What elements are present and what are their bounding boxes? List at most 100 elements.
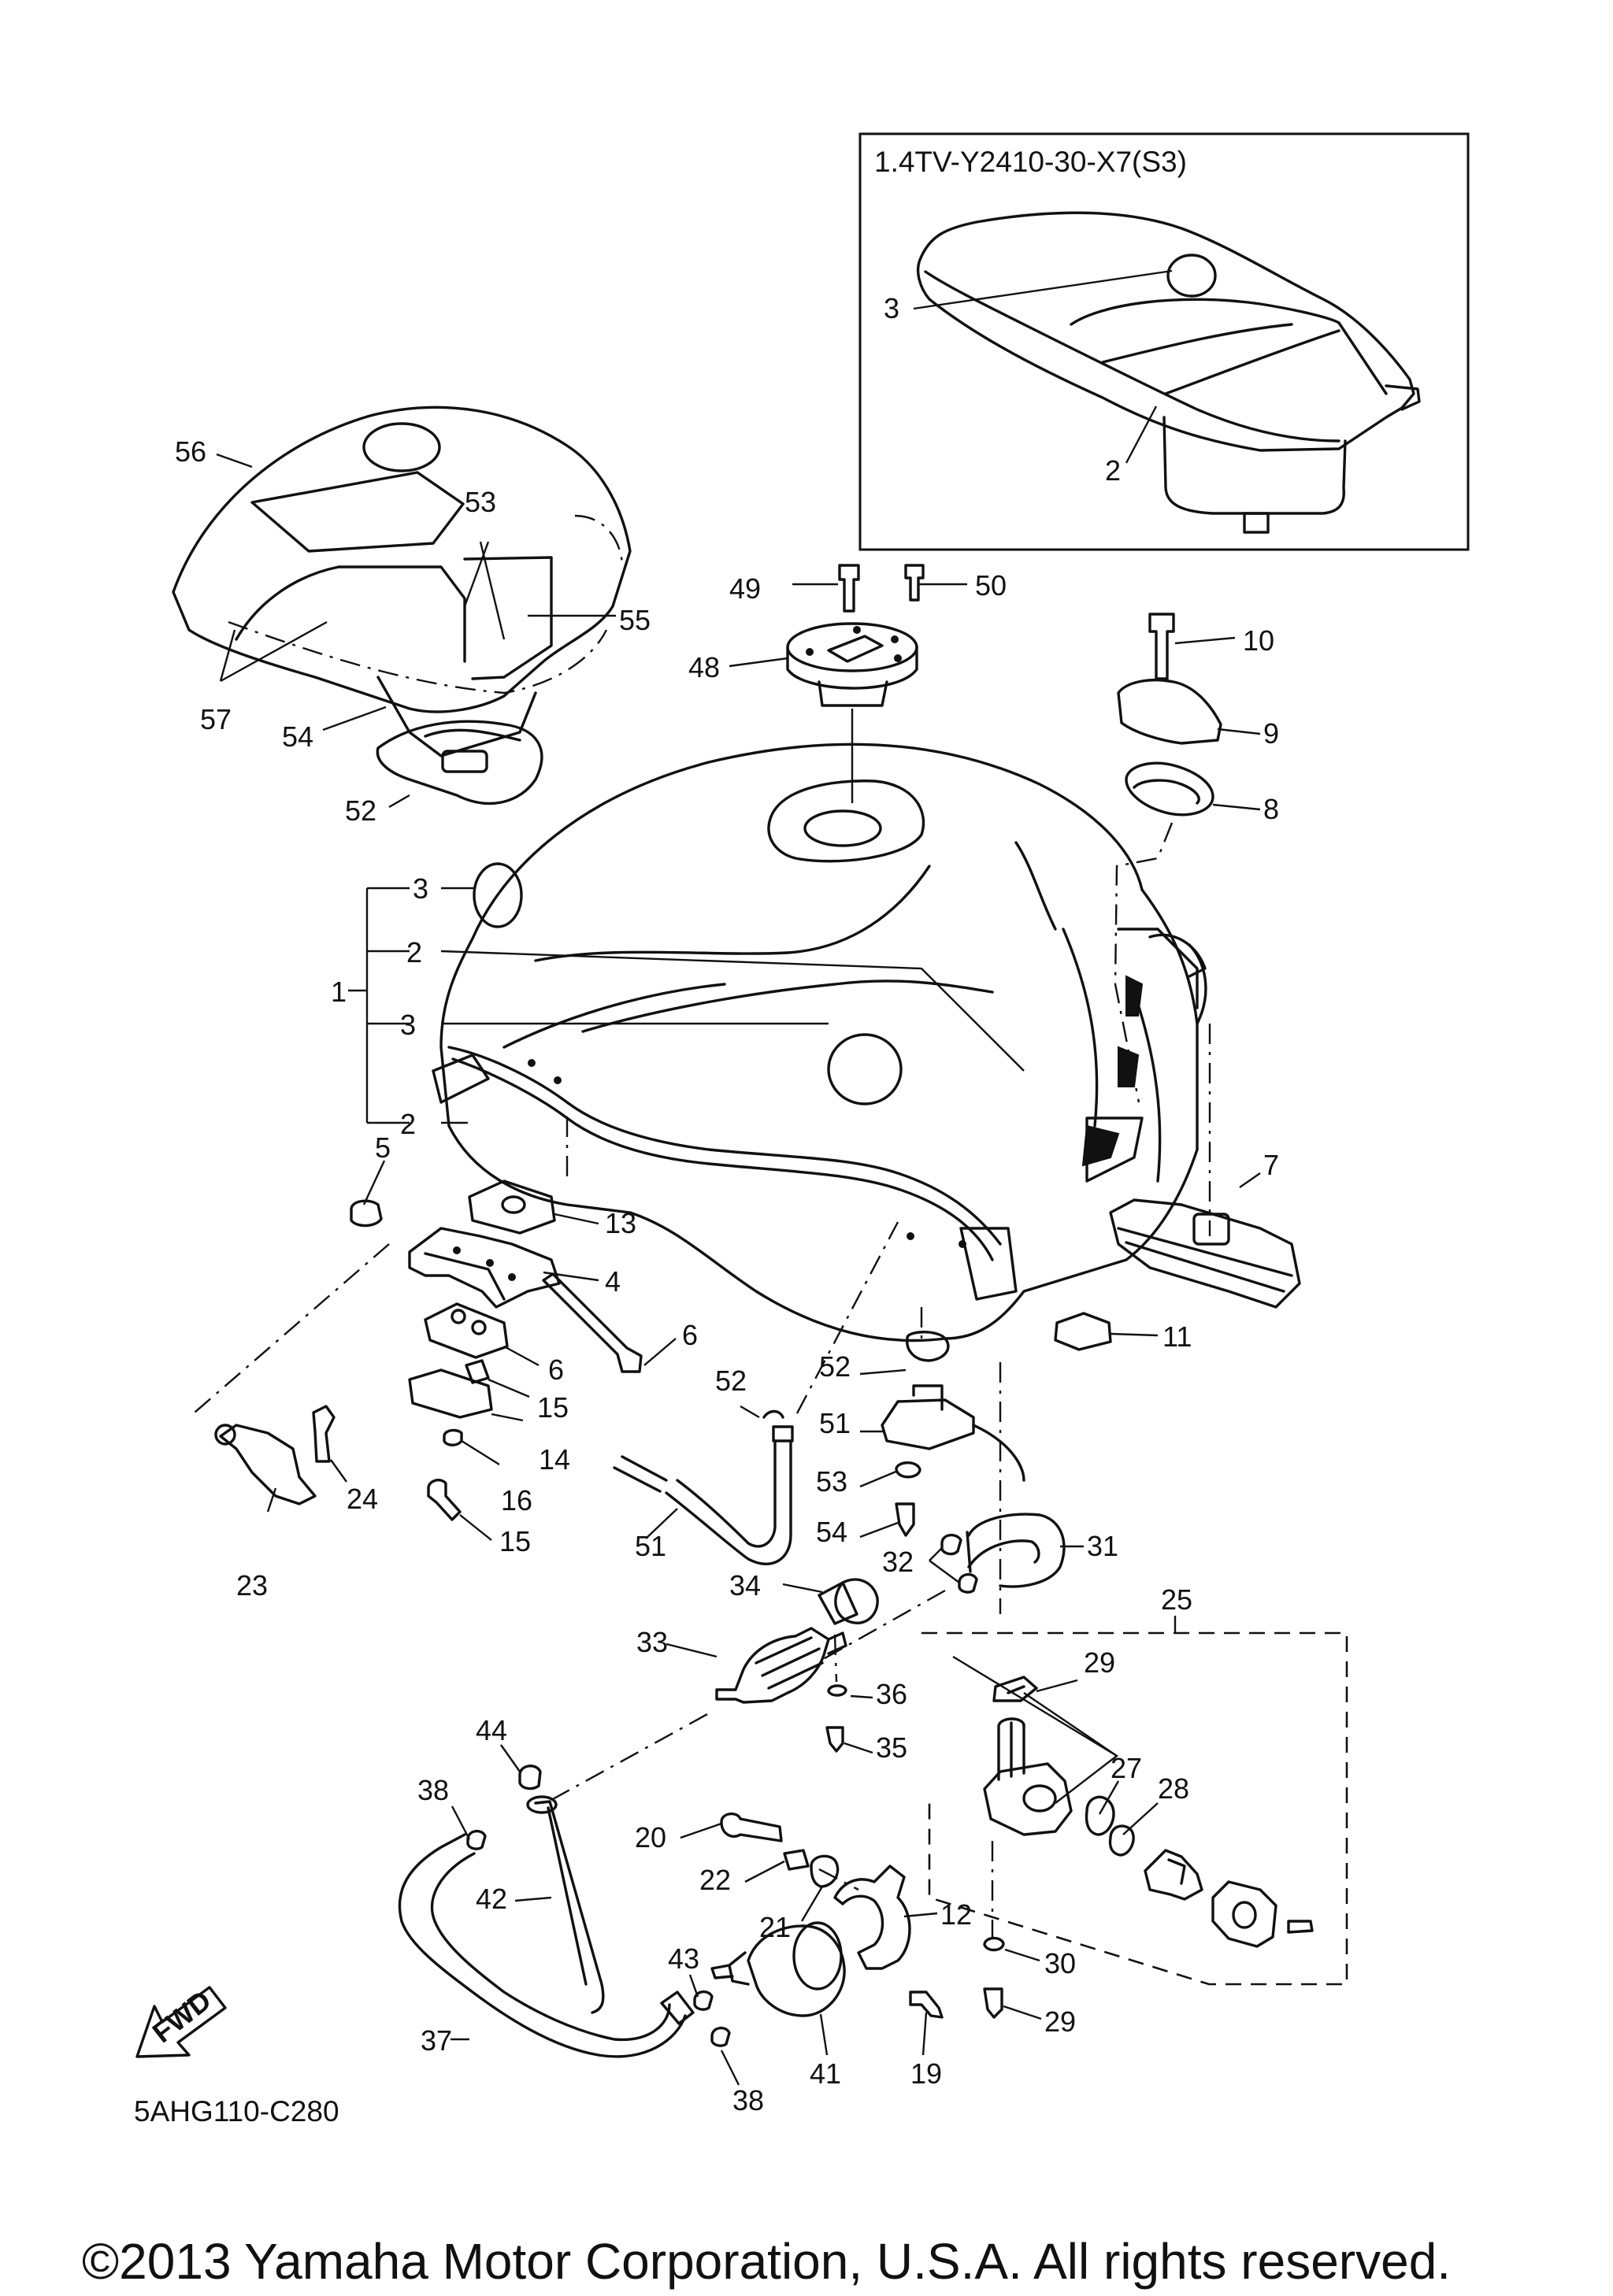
callout-24: 24 bbox=[347, 1483, 378, 1515]
damper-8 bbox=[408, 1368, 493, 1419]
callout-4: 4 bbox=[605, 1265, 621, 1298]
diagram-code: 5AHG110-C280 bbox=[134, 2095, 339, 2128]
callout-55: 55 bbox=[619, 604, 651, 636]
damper-14 bbox=[1125, 761, 1214, 817]
callout-44: 49 bbox=[729, 572, 761, 605]
bolt-44 bbox=[838, 564, 860, 613]
dashed-group-box bbox=[921, 1631, 1348, 1986]
bolt-51 bbox=[895, 1502, 915, 1537]
clip-38-b bbox=[710, 2027, 731, 2047]
callout-22: 22 bbox=[699, 1864, 731, 1896]
callout-38-a: 38 bbox=[417, 1774, 449, 1806]
pump-bracket-18 bbox=[833, 1865, 911, 1970]
callout-17: 11 bbox=[1162, 1320, 1192, 1353]
fuel-pump-assembly bbox=[398, 1712, 944, 2058]
clip-41 bbox=[693, 1990, 714, 2011]
callout-28: 29 bbox=[1084, 1646, 1115, 1679]
callout-54: 54 bbox=[282, 720, 313, 753]
callout-29: 29 bbox=[1044, 2005, 1076, 2038]
callout-2-a: 2 bbox=[406, 936, 422, 968]
washer-50 bbox=[895, 1461, 921, 1479]
callout-2-inset: 2 bbox=[1105, 454, 1121, 487]
bolt-20 bbox=[720, 1813, 783, 1842]
bracket-6 bbox=[424, 1302, 509, 1359]
callout-48: 51 bbox=[819, 1407, 851, 1439]
tank-cover-assembly bbox=[172, 406, 632, 805]
cock-body bbox=[983, 1762, 1073, 1836]
callout-56: 56 bbox=[175, 435, 206, 468]
inset-caption: 1.4TV-Y2410-30-X7(S3) bbox=[874, 146, 1187, 178]
hose-37 bbox=[398, 1833, 687, 2058]
screw-19 bbox=[909, 1990, 944, 2019]
tank-emblem-left bbox=[473, 862, 523, 928]
copyright-notice: ©2013 Yamaha Motor Corporation, U.S.A. A… bbox=[82, 2233, 1451, 2290]
bolt-16 bbox=[1148, 613, 1175, 680]
o-ring-27 bbox=[1108, 1824, 1135, 1857]
fuel-pump-39 bbox=[747, 1924, 846, 2017]
callout-42: 44 bbox=[476, 1714, 507, 1746]
callout-23: 23 bbox=[236, 1569, 268, 1602]
callout-10: 15 bbox=[499, 1525, 531, 1557]
callout-40: 42 bbox=[476, 1883, 507, 1915]
plug-5 bbox=[350, 1199, 383, 1228]
callout-46: 51 bbox=[635, 1530, 666, 1562]
washer-30 bbox=[983, 1936, 1005, 1952]
filter-28 bbox=[992, 1676, 1038, 1702]
hose-31 bbox=[940, 1513, 1066, 1594]
callout-47: 52 bbox=[715, 1365, 747, 1397]
rubber-strip-13 bbox=[1109, 1198, 1301, 1309]
bracket-15 bbox=[1117, 679, 1222, 745]
callout-1: 1 bbox=[331, 976, 347, 1008]
cushion-22 bbox=[783, 1849, 810, 1871]
tank-emblem-right bbox=[827, 1033, 903, 1105]
callout-50: 53 bbox=[816, 1465, 847, 1498]
callout-6: 6 bbox=[548, 1354, 564, 1386]
callout-53: 53 bbox=[465, 486, 496, 518]
callout-3-inset: 3 bbox=[884, 292, 899, 324]
clip-42 bbox=[518, 1765, 542, 1791]
bolt-24 bbox=[312, 1405, 336, 1463]
cover-plate bbox=[1211, 1880, 1277, 1948]
bolt-35 bbox=[825, 1726, 844, 1753]
fuel-sender bbox=[881, 1307, 1025, 1614]
washer-11 bbox=[443, 1428, 463, 1446]
callout-38-b: 38 bbox=[732, 2084, 764, 2116]
inset-emblem bbox=[1166, 254, 1217, 298]
clip-32-a bbox=[940, 1534, 962, 1556]
callout-36: 36 bbox=[876, 1678, 907, 1710]
callout-35: 35 bbox=[876, 1731, 907, 1764]
callout-2-b: 2 bbox=[400, 1108, 416, 1140]
callout-3-a: 3 bbox=[413, 872, 428, 905]
front-bracket-parts bbox=[188, 1117, 643, 1521]
inset-panel: 1.4TV-Y2410-30-X7(S3) 3 2 bbox=[858, 132, 1470, 551]
callout-16: 10 bbox=[1243, 624, 1274, 657]
bolt-45 bbox=[904, 564, 925, 602]
callout-49: 52 bbox=[819, 1350, 851, 1383]
callout-15: 9 bbox=[1263, 717, 1279, 750]
callout-30: 30 bbox=[1044, 1947, 1076, 1979]
callout-19: 19 bbox=[910, 2057, 942, 2090]
callout-27: 28 bbox=[1158, 1772, 1189, 1805]
fwd-arrow: FWD bbox=[135, 1984, 227, 2058]
inset-tank-drawing bbox=[913, 211, 1421, 534]
callout-8: 14 bbox=[539, 1443, 570, 1476]
damper-21 bbox=[810, 1854, 840, 1888]
bolt-12 bbox=[542, 1272, 643, 1373]
bracket-23 bbox=[219, 1424, 317, 1505]
callout-32: 32 bbox=[882, 1546, 914, 1578]
rear-mount-parts bbox=[1054, 613, 1301, 1351]
callout-3-b: 3 bbox=[400, 1009, 416, 1041]
callout-25: 25 bbox=[1161, 1583, 1192, 1616]
tank-filler-neck bbox=[803, 809, 882, 847]
knee-pad-plate bbox=[376, 720, 543, 805]
hose-40 bbox=[534, 1800, 605, 2014]
clip-38-a bbox=[466, 1830, 487, 1850]
filter-33 bbox=[715, 1627, 830, 1704]
clip-32-b bbox=[958, 1573, 978, 1594]
washer-36 bbox=[827, 1684, 847, 1697]
gasket-26 bbox=[1085, 1795, 1115, 1836]
callout-51: 54 bbox=[816, 1516, 847, 1548]
callout-57: 57 bbox=[200, 703, 232, 735]
bracket-34 bbox=[834, 1578, 879, 1624]
callout-14: 8 bbox=[1263, 793, 1279, 825]
